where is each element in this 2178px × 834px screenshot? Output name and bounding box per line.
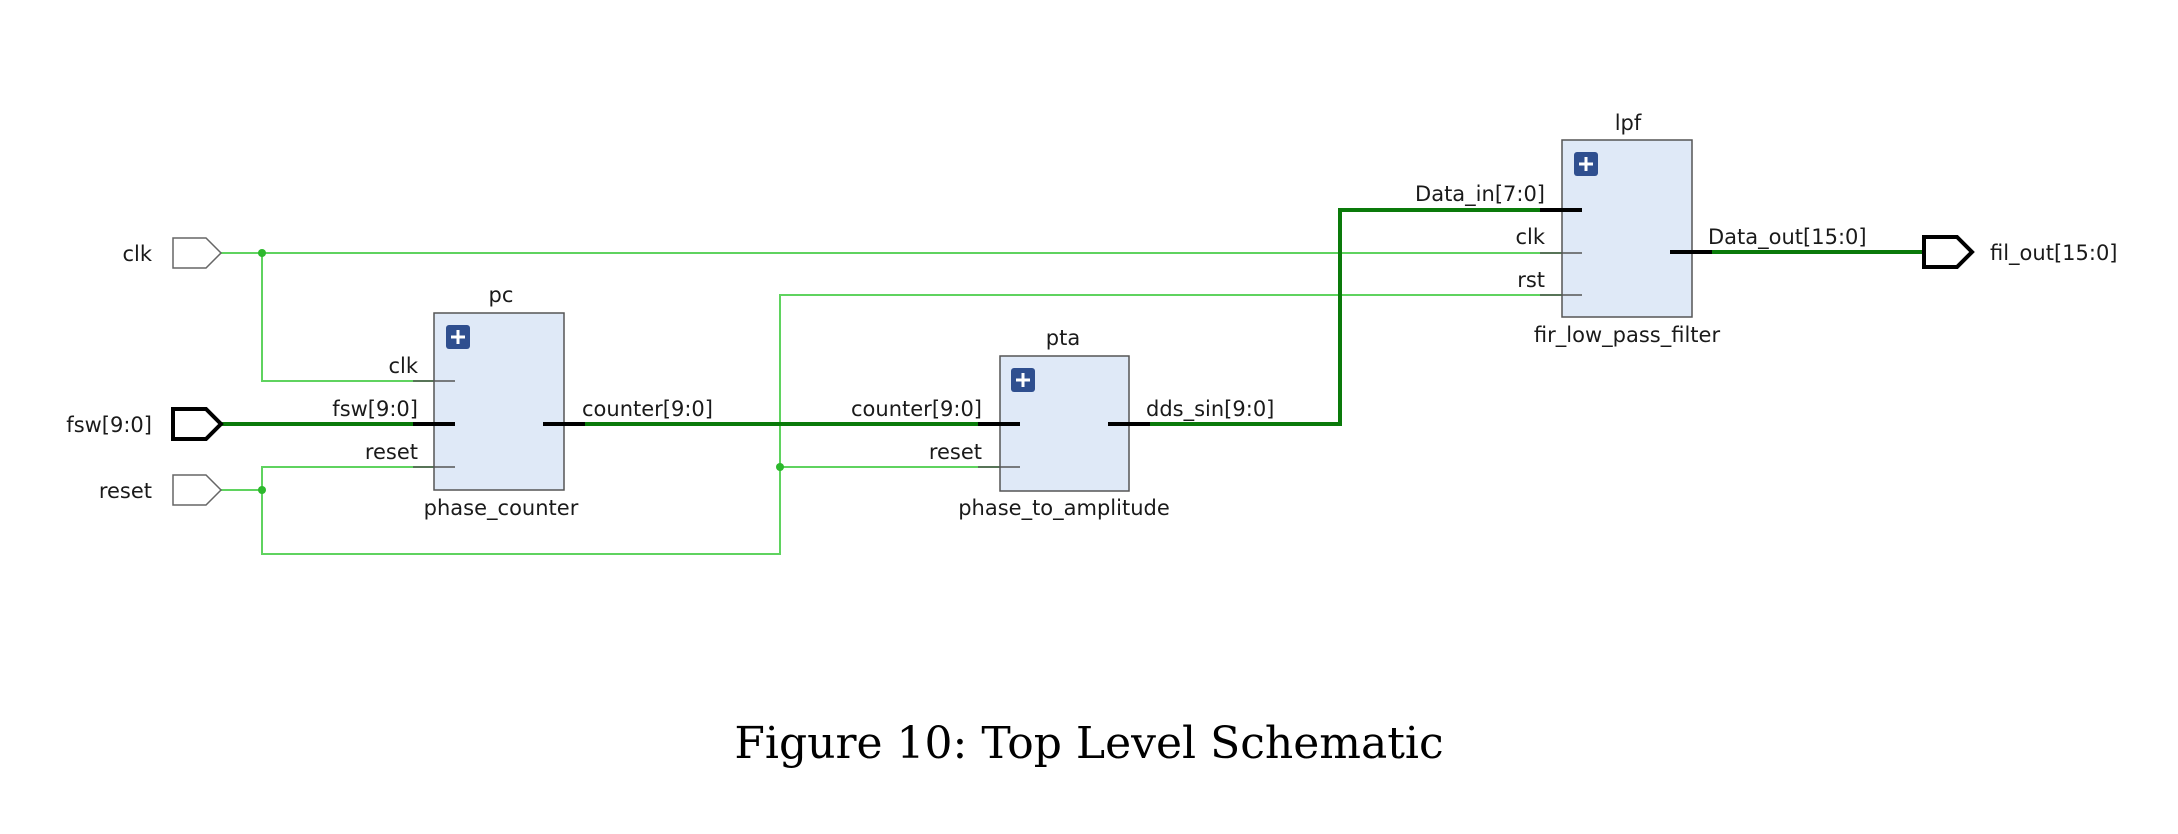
plus-icon <box>1016 373 1030 387</box>
reset-junction-pta <box>776 463 784 471</box>
port-reset[interactable]: reset <box>99 474 223 506</box>
plus-icon <box>451 330 465 344</box>
block-body[interactable] <box>433 312 565 491</box>
instance-name: pc <box>489 283 514 307</box>
module-name: fir_low_pass_filter <box>1534 323 1721 348</box>
clk-junction <box>258 249 266 257</box>
dds-sin-bus[interactable] <box>1125 208 1579 426</box>
output-bus-port-icon <box>1922 235 1975 269</box>
block-lpf[interactable]: lpf Data_in[7:0] clk rst Data_out[15:0] … <box>1415 111 1867 348</box>
block-pc[interactable]: pc clk fsw[9:0] reset counter[9:0] phase… <box>332 283 713 521</box>
instance-name: lpf <box>1615 111 1642 135</box>
input-port-icon <box>172 237 223 269</box>
port-label-clk: clk <box>122 242 152 266</box>
pin-label-fsw: fsw[9:0] <box>332 397 418 421</box>
input-bus-port-icon <box>171 407 224 441</box>
schematic-canvas: clk fsw[9:0] reset fil_out[15:0] pc clk … <box>66 111 2118 555</box>
module-name: phase_to_amplitude <box>958 496 1170 521</box>
module-name: phase_counter <box>424 496 579 521</box>
port-fil-out[interactable]: fil_out[15:0] <box>1922 235 2118 269</box>
clk-to-pc-net[interactable] <box>261 253 455 382</box>
port-fsw[interactable]: fsw[9:0] <box>66 407 224 441</box>
pin-label-clk: clk <box>1515 225 1545 249</box>
input-port-icon <box>172 474 223 506</box>
pin-label-data-out: Data_out[15:0] <box>1708 225 1867 250</box>
pin-label-rst: rst <box>1517 268 1545 292</box>
port-label-fsw: fsw[9:0] <box>66 413 152 437</box>
plus-icon <box>1579 157 1593 171</box>
port-label-fil-out: fil_out[15:0] <box>1990 241 2118 266</box>
port-label-reset: reset <box>99 479 152 503</box>
pin-label-counter: counter[9:0] <box>851 397 982 421</box>
pin-label-reset: reset <box>929 440 982 464</box>
nets <box>221 208 1925 555</box>
pin-label-data-in: Data_in[7:0] <box>1415 182 1545 207</box>
pin-label-reset: reset <box>365 440 418 464</box>
reset-junction <box>258 486 266 494</box>
port-clk[interactable]: clk <box>122 237 223 269</box>
instance-name: pta <box>1046 326 1080 350</box>
reset-net[interactable] <box>221 294 1581 555</box>
pin-label-dds-sin: dds_sin[9:0] <box>1146 397 1274 422</box>
block-pta[interactable]: pta counter[9:0] reset dds_sin[9:0] phas… <box>851 326 1274 521</box>
pin-label-counter: counter[9:0] <box>582 397 713 421</box>
figure-caption: Figure 10: Top Level Schematic <box>734 718 1444 769</box>
pin-label-clk: clk <box>388 354 418 378</box>
reset-to-pc-net[interactable] <box>261 466 455 490</box>
